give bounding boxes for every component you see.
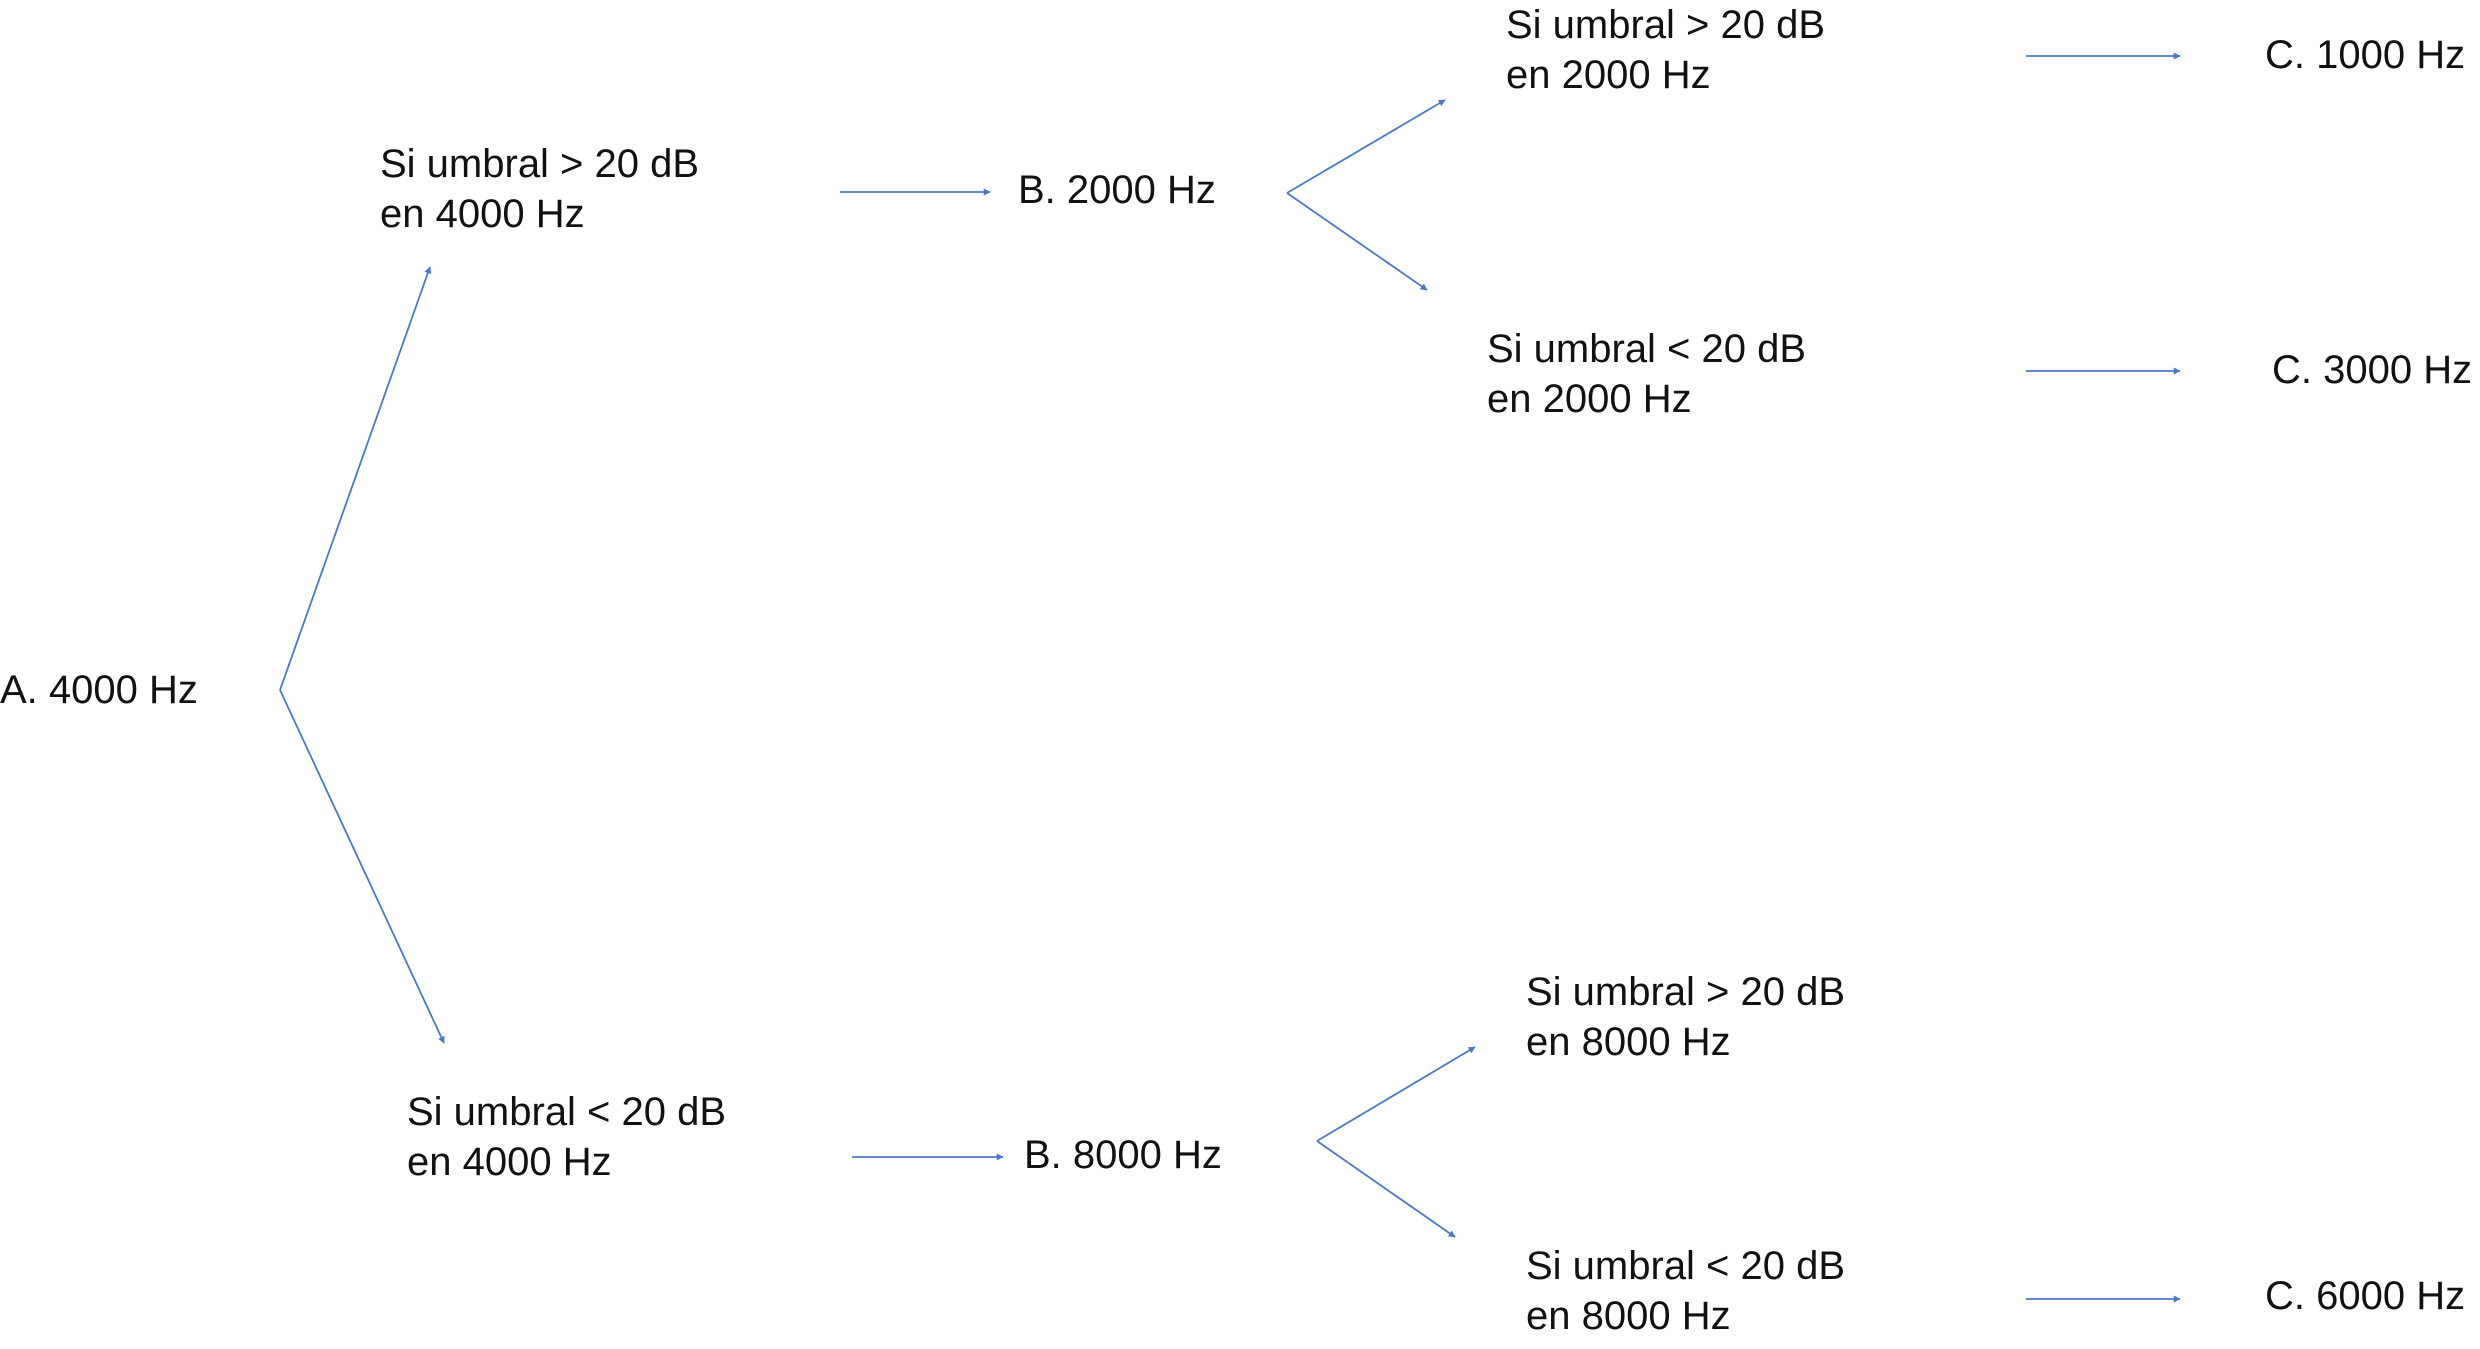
node-cond-gt-4000: Si umbral > 20 dB en 4000 Hz [380, 139, 699, 239]
node-cond-lt-4000: Si umbral < 20 dB en 4000 Hz [407, 1087, 726, 1187]
node-b-2000: B. 2000 Hz [1018, 165, 1216, 215]
node-cond-gt-2000: Si umbral > 20 dB en 2000 Hz [1506, 0, 1825, 100]
node-label-line2: en 8000 Hz [1526, 1020, 1731, 1064]
node-label: C. 1000 Hz [2265, 33, 2466, 77]
node-label-line1: Si umbral > 20 dB [1506, 3, 1826, 47]
arrow-a-to-gt-4000 [279, 266, 432, 691]
node-label: C. 3000 Hz [2272, 348, 2473, 392]
node-cond-lt-2000: Si umbral < 20 dB en 2000 Hz [1487, 324, 1806, 424]
node-label-line1: Si umbral < 20 dB [407, 1090, 727, 1134]
node-a-4000: A. 4000 Hz [0, 665, 198, 715]
node-label-line2: en 4000 Hz [380, 192, 585, 236]
arrow-b-8000-to-lt-8000 [1316, 1140, 1456, 1238]
node-b-8000: B. 8000 Hz [1024, 1130, 1222, 1180]
node-c-3000: C. 3000 Hz [2272, 345, 2472, 395]
node-c-1000: C. 1000 Hz [2265, 30, 2465, 80]
node-label-line2: en 8000 Hz [1526, 1294, 1731, 1338]
node-label-line1: Si umbral < 20 dB [1526, 1244, 1846, 1288]
arrow-a-to-lt-4000 [279, 689, 445, 1044]
node-label: C. 6000 Hz [2265, 1274, 2466, 1318]
arrow-b-8000-to-gt-8000 [1316, 1046, 1476, 1142]
arrow-b-2000-to-gt-2000 [1286, 99, 1446, 194]
node-label-line2: en 2000 Hz [1506, 53, 1711, 97]
node-label-line1: Si umbral > 20 dB [380, 142, 700, 186]
node-label: B. 8000 Hz [1024, 1133, 1222, 1177]
node-label-line1: Si umbral > 20 dB [1526, 970, 1846, 1014]
node-c-6000: C. 6000 Hz [2265, 1271, 2465, 1321]
node-label: B. 2000 Hz [1018, 168, 1216, 212]
arrow-b-2000-to-lt-2000 [1286, 192, 1428, 291]
node-label-line2: en 4000 Hz [407, 1140, 612, 1184]
node-label-line1: Si umbral < 20 dB [1487, 327, 1807, 371]
node-label-line2: en 2000 Hz [1487, 377, 1692, 421]
node-cond-lt-8000: Si umbral < 20 dB en 8000 Hz [1526, 1241, 1845, 1341]
node-cond-gt-8000: Si umbral > 20 dB en 8000 Hz [1526, 967, 1845, 1067]
node-label: A. 4000 Hz [0, 668, 198, 712]
